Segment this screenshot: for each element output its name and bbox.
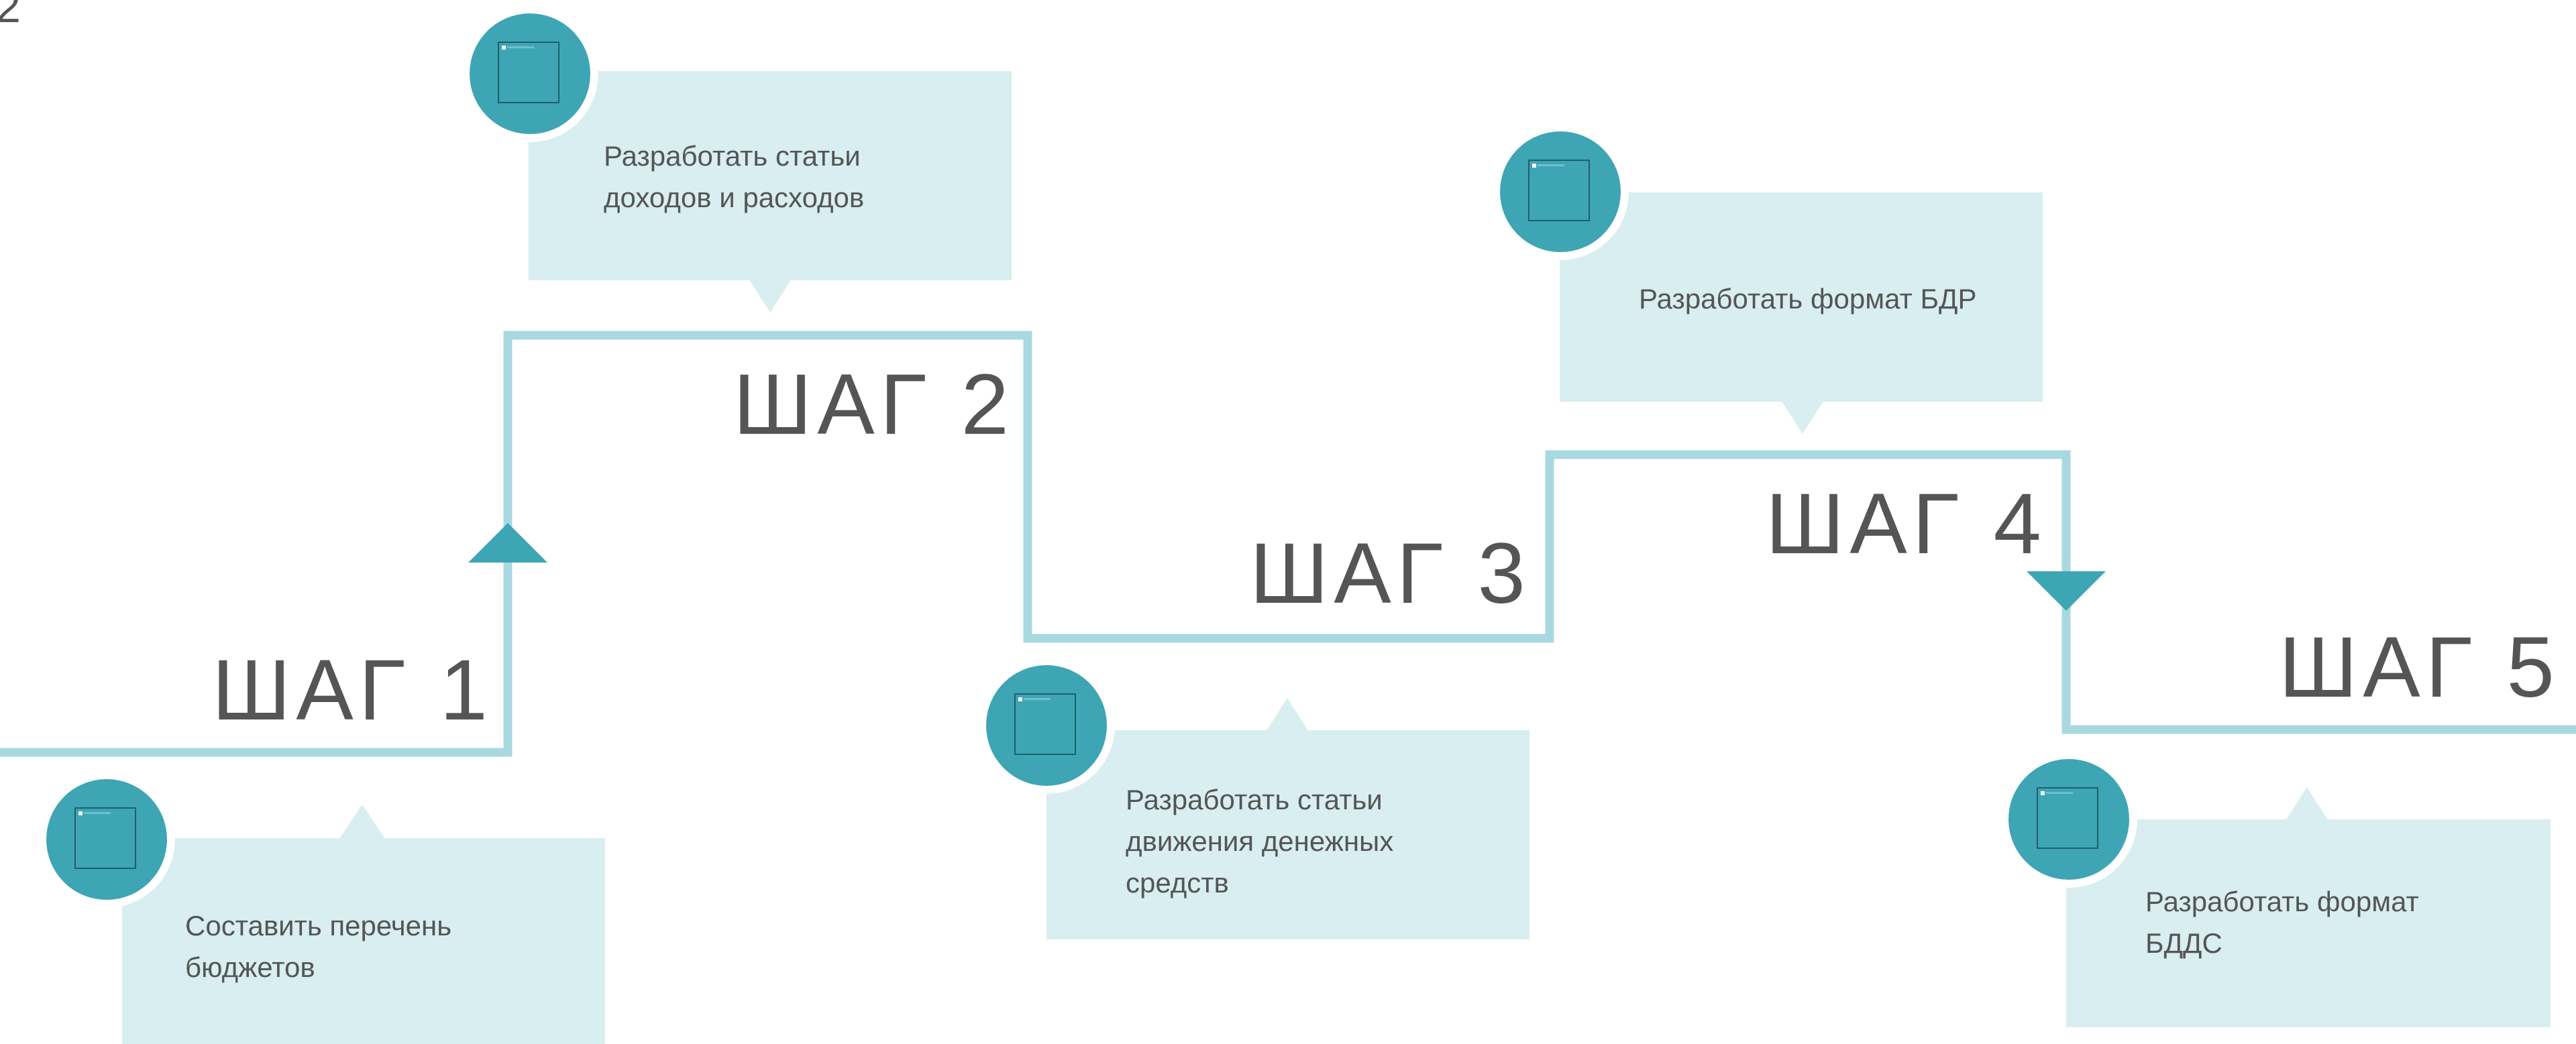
step-5-card <box>2066 819 2551 1027</box>
step-2-card <box>529 71 1012 280</box>
step-1-card <box>122 838 605 1044</box>
step-5-text: Разработать формат БДДС <box>2145 886 2419 959</box>
step-3-label: ШАГ 3 <box>1250 526 1531 622</box>
step-4-pointer <box>1781 400 1824 434</box>
up-arrow-icon <box>468 523 547 563</box>
step-4-badge <box>1500 131 1621 252</box>
step-4-text: Разработать формат БДР <box>1639 283 1977 314</box>
step-2-label: ШАГ 2 <box>733 357 1014 453</box>
step-4-label: ШАГ 4 <box>1766 476 2047 572</box>
document-icon <box>74 807 136 869</box>
step-1-text: Составить перечень бюджетов <box>185 910 452 983</box>
document-icon <box>498 42 559 103</box>
step-5-badge <box>2008 759 2129 880</box>
step-1-label: ШАГ 1 <box>212 642 493 738</box>
step-2-pointer <box>749 279 792 312</box>
down-arrow-icon <box>2027 571 2106 611</box>
document-icon <box>1528 160 1590 221</box>
step-5-pointer <box>2286 787 2328 821</box>
step-3-badge <box>986 665 1107 786</box>
step-4-card <box>1560 192 2043 402</box>
step-5-label: ШАГ 5 <box>2279 620 2560 715</box>
document-icon <box>1014 693 1076 755</box>
document-icon <box>2037 787 2098 849</box>
step-1-pointer <box>339 805 386 839</box>
step-2-text: Разработать статьи доходов и расходов <box>604 140 865 213</box>
step-2-badge <box>470 13 590 134</box>
page-number: 2 <box>0 0 21 32</box>
step-3-text: Разработать статьи движения денежных сре… <box>1126 784 1394 898</box>
step-3-card <box>1046 730 1529 939</box>
step-3-pointer <box>1266 698 1309 732</box>
step-1-badge <box>46 779 167 900</box>
